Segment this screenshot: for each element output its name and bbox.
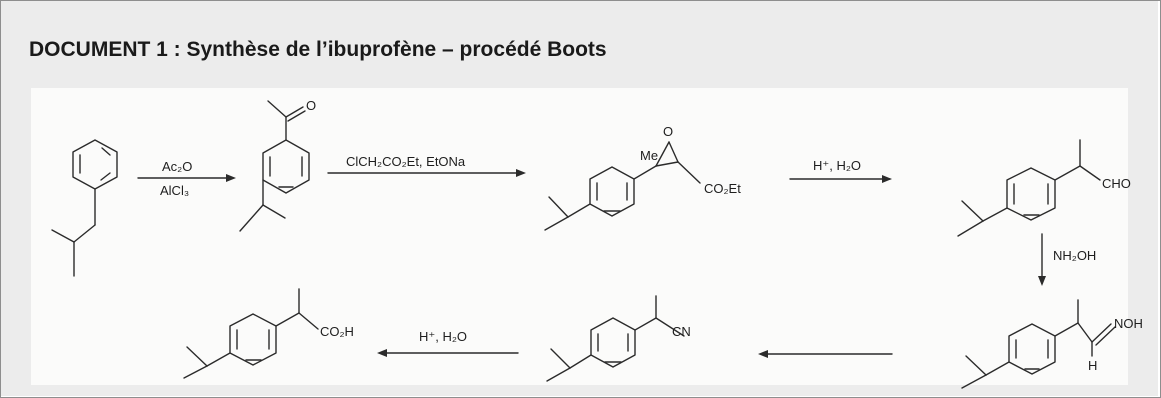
document-title: DOCUMENT 1 : Synthèse de l’ibuprofène – … xyxy=(29,38,607,61)
reagent-acid-water-1: H⁺, H₂O xyxy=(813,158,861,173)
epoxide-oxygen-label: O xyxy=(663,124,673,139)
molecule-isobutylbenzene xyxy=(51,139,118,277)
document-header xyxy=(1,1,1158,85)
arrow-step-3 xyxy=(789,175,892,183)
reagent-ac2o: Ac₂O xyxy=(162,159,192,174)
reaction-scheme-panel xyxy=(31,88,1128,385)
epoxide-methyl-label: Me xyxy=(640,148,658,163)
molecule-nitrile xyxy=(546,295,685,382)
acid-group-label: CO₂H xyxy=(320,324,354,339)
molecule-acetophenone xyxy=(239,100,310,232)
reagent-acid-water-2: H⁺, H₂O xyxy=(419,329,467,344)
nitrile-group-label: CN xyxy=(672,324,691,339)
arrow-step-2 xyxy=(327,169,526,177)
ester-group-label: CO₂Et xyxy=(704,181,741,196)
arrow-step-6 xyxy=(377,349,519,357)
oxime-group-label: NOH xyxy=(1114,316,1143,331)
aldehyde-group-label: CHO xyxy=(1102,176,1131,191)
molecule-glycidic-ester xyxy=(544,141,701,231)
arrow-step-5 xyxy=(758,350,893,358)
molecule-oxime xyxy=(961,299,1116,389)
arrow-step-1 xyxy=(137,174,236,182)
ketone-oxygen-label: O xyxy=(306,98,316,113)
arrow-step-4 xyxy=(1038,233,1046,286)
molecule-aldehyde xyxy=(957,139,1101,237)
molecule-ibuprofen xyxy=(183,288,319,379)
reagent-alcl3: AlCl₃ xyxy=(160,183,189,198)
oxime-hydrogen-label: H xyxy=(1088,358,1097,373)
reagent-chloroacetate-ethoxide: ClCH₂CO₂Et, EtONa xyxy=(346,154,466,169)
reagent-hydroxylamine: NH₂OH xyxy=(1053,248,1096,263)
